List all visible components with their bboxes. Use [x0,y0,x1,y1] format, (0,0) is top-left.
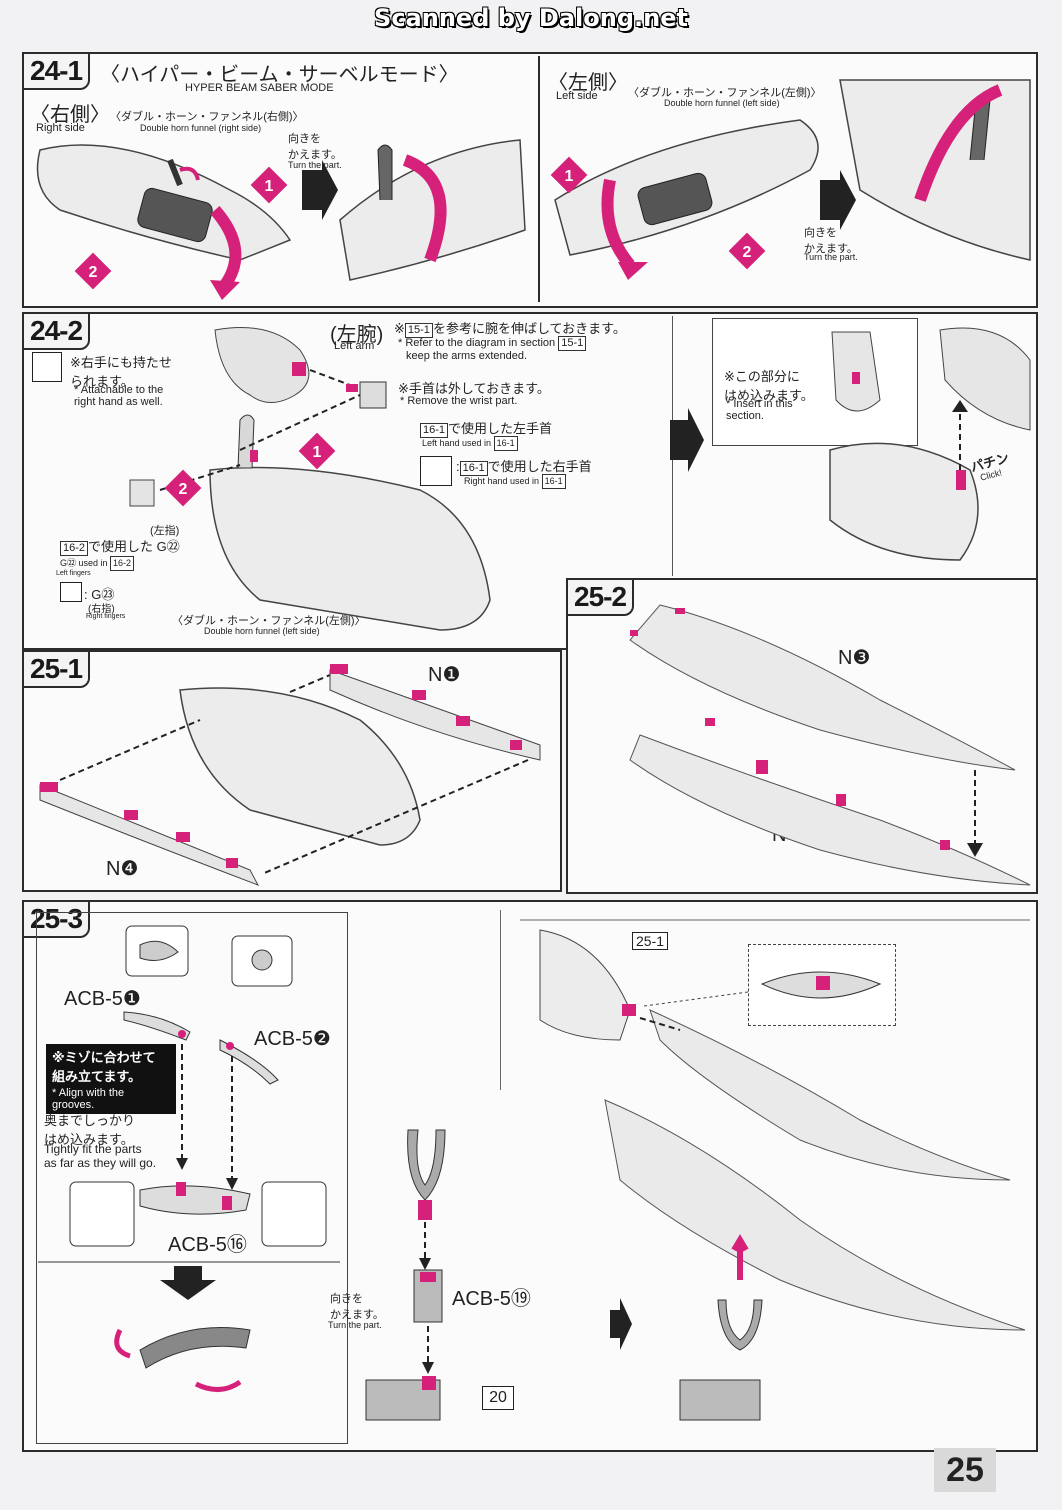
funnel-left-label-2-en: Double horn funnel (left side) [204,626,320,636]
ref16b-box-2: 16-2 [110,556,135,571]
left-arm-label-en: Left arm [334,340,375,352]
svg-text:2: 2 [89,264,98,281]
right-side-label: 〈右側〉 [30,104,110,126]
ref15-note-en: * Refer to the diagram in section 15-1 [398,336,587,351]
attach-note-en: * Attachable to the right hand as well. [74,384,164,408]
sub-panel-border [36,912,348,1444]
funnel-right-label-en: Double horn funnel (right side) [140,123,262,133]
g22-text: で使用した G㉒ [88,539,180,554]
step-25-2-label: 25-2 [566,578,635,616]
ref15-box: 15-1 [404,323,433,338]
left-arm-label: (左腕) [330,324,384,346]
step-24-1-illustration: 1 2 1 2 [36,79,1031,300]
right-hand-note-en: Right hand used in 16-1 [464,474,566,489]
funnel-left-label: 〈ダブル・ホーン・ファンネル(左側)〉 [628,87,822,99]
section-divider-25-3 [500,910,501,1090]
insert-callout [712,318,918,446]
scanner-watermark: Scanned by Dalong.net [374,4,688,32]
step-25-1-illustration [39,664,541,886]
acb2-label: ACB-5❷ [254,1028,331,1050]
swap-icon [420,456,452,486]
part-n4-label: N❹ [106,858,139,880]
wrist-note: ※手首は外しておきます。 [398,381,550,396]
left-hand-en-text: Left hand used in [422,438,492,448]
acb19-label: ACB-5⑲ [452,1288,531,1310]
groove-note-jp: ※ミゾに合わせて 組み立てます。 [52,1050,156,1084]
svg-text:1: 1 [313,444,322,461]
g22-en-text: G㉒ used in [60,558,108,568]
tight-note-en: Tightly fit the parts as far as they wil… [44,1142,157,1170]
part-20-box: 20 [482,1386,514,1410]
ref15-prefix: ※ [394,321,405,336]
funnel-left-label-2: 〈ダブル・ホーン・ファンネル(左側)〉 [172,615,366,627]
right-finger-label: (右指) [88,604,115,615]
left-hand-note-en: Left hand used in 16-1 [422,436,518,451]
step-24-1-label: 24-1 [22,52,91,90]
part-n1-label: N❶ [428,664,461,686]
turn-part-note-en: Turn the part. [288,160,342,170]
wrist-note-en: * Remove the wrist part. [400,395,518,407]
turn-part-note: 向きを かえます。 [288,133,342,161]
step-25-3-illustration [38,919,1030,1421]
insert-note: ※この部分に はめ込みます。 [724,369,814,403]
right-fingers-en: Right fingers [86,613,126,620]
funnel-right-label: 〈ダブル・ホーン・ファンネル(右側)〉 [110,111,304,123]
swap-icon-small [60,582,82,602]
step-24-1-title: 〈ハイパー・ビーム・サーベルモード〉 [100,64,459,86]
step-25-2-illustration [629,604,1031,886]
step-25-3-label: 25-3 [22,900,91,938]
svg-text:1: 1 [265,178,274,195]
turn-note-25-3: 向きを かえます。 [330,1293,384,1321]
turn-part-note-2: 向きを かえます。 [804,227,858,255]
insert-note-en: * Insert in this section. [726,398,793,422]
right-hand-en-text: Right hand used in [464,476,540,486]
ref25-box: 25-1 [632,932,669,950]
ref16-box-2: 16-1 [493,436,518,451]
ref16b-box: 16-2 [60,541,89,556]
left-side-label: 〈左側〉 [548,72,628,94]
step-24-2-label: 24-2 [22,312,91,350]
left-hand-text: で使用した左手首 [448,421,553,436]
ref15-text: を参考に腕を伸ばしておきます。 [432,321,626,336]
turn-note-25-3-en: Turn the part. [328,1320,382,1330]
ref15-en-text: * Refer to the diagram in section [398,337,556,349]
part-n3-label: N❸ [838,647,871,669]
groove-note: ※ミゾに合わせて 組み立てます。 * Align with the groove… [46,1044,176,1114]
left-side-label-en: Left side [556,90,598,102]
g23-label: : G㉓ [84,587,115,602]
acb16-label: ACB-5⑯ [168,1234,247,1256]
groove-note-en: * Align with the grooves. [52,1087,125,1111]
g22-note-en: G㉒ used in 16-2 [60,556,135,571]
svg-text:2: 2 [179,481,188,498]
svg-text:2: 2 [743,244,752,261]
left-finger-label: (左指) [150,525,180,537]
turn-part-note-2-en: Turn the part. [804,252,858,262]
svg-text:1: 1 [565,168,574,185]
ref16-box-3: 16-1 [459,461,488,476]
acb1-label: ACB-5❶ [64,988,141,1010]
ref16-box: 16-1 [420,423,449,438]
ref16-box-4: 16-1 [541,474,566,489]
tight-note: 奥までしっかり はめ込みます。 [44,1113,136,1147]
step-24-2-illustration: 1 2 [129,327,1031,631]
left-fingers-en: Left fingers [56,570,91,577]
step-24-1-title-en: HYPER BEAM SABER MODE [185,82,334,94]
right-hand-text: で使用した右手首 [487,459,592,474]
step-25-1-label: 25-1 [22,650,91,688]
ref15-note-en-2: keep the arms extended. [406,350,528,362]
panel-divider [538,56,540,302]
ref15-box-2: 15-1 [558,336,587,351]
swap-icon-left [32,352,62,382]
funnel-left-label-en: Double horn funnel (left side) [664,98,780,108]
attach-note: ※右手にも持たせ られます。 [70,355,172,389]
right-side-label-en: Right side [36,122,85,134]
page-number: 25 [934,1448,996,1492]
